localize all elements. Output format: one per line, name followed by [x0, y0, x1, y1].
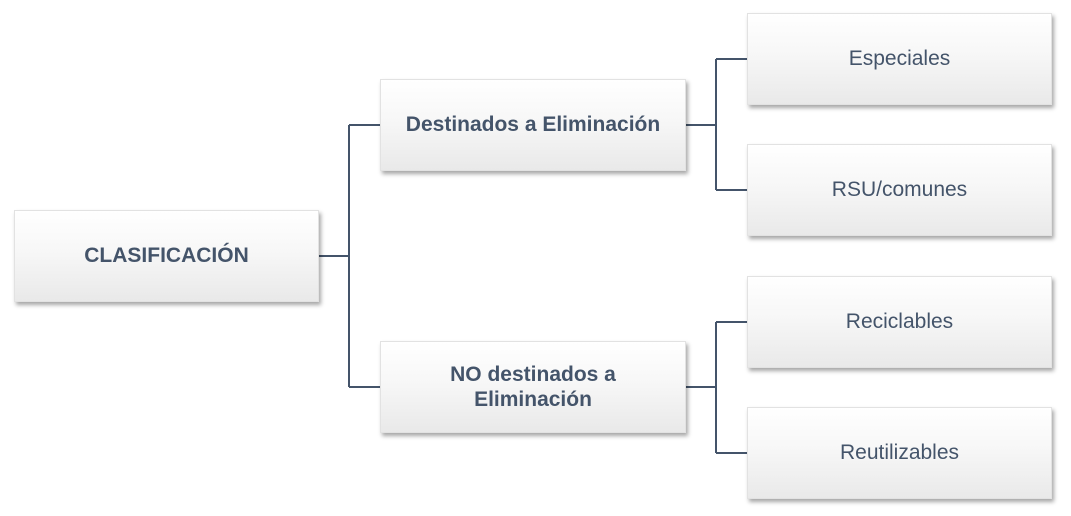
node-clasificacion: CLASIFICACIÓN	[14, 210, 319, 302]
node-especiales: Especiales	[747, 13, 1052, 105]
node-reutilizables: Reutilizables	[747, 407, 1052, 499]
node-rsu-comunes-label: RSU/comunes	[831, 178, 968, 202]
node-rsu-comunes: RSU/comunes	[747, 144, 1052, 236]
node-no-destinados-eliminacion-label: NO destinados a Eliminación	[450, 362, 616, 411]
node-reutilizables-label: Reutilizables	[839, 441, 960, 465]
node-reciclables-label: Reciclables	[845, 310, 954, 334]
node-destinados-eliminacion-label: Destinados a Eliminación	[405, 113, 661, 137]
node-clasificacion-label: CLASIFICACIÓN	[84, 244, 249, 268]
node-no-destinados-eliminacion: NO destinados a Eliminación	[380, 341, 686, 433]
node-reciclables: Reciclables	[747, 276, 1052, 368]
node-especiales-label: Especiales	[848, 47, 951, 71]
node-destinados-eliminacion: Destinados a Eliminación	[380, 79, 686, 171]
